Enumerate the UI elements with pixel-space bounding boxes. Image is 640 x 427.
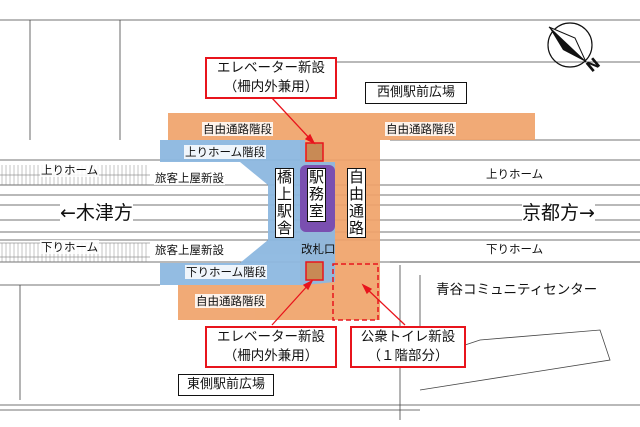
label-down-platform-right: 下りホーム — [485, 242, 545, 256]
label-up-platform-left: 上りホーム — [40, 163, 100, 177]
label-down-platform-left: 下りホーム — [40, 240, 100, 254]
label-station-office: 駅務室 — [307, 168, 326, 222]
direction-east: 京都方→ — [522, 202, 595, 224]
direction-west: ←木津方 — [60, 202, 133, 224]
callout-toilet: 公衆トイレ新設（１階部分） — [350, 326, 466, 368]
toilet-area — [332, 263, 379, 321]
west-plaza-label: 西側駅前広場 — [365, 82, 467, 104]
label-up-platform-right: 上りホーム — [485, 167, 545, 181]
label-up-platform-stairs: 上りホーム階段 — [184, 145, 267, 159]
elevator-bottom — [305, 261, 324, 281]
callout-elevator-top: エレベーター新設（柵内外兼用） — [205, 57, 337, 99]
label-canopy-top: 旅客上屋新設 — [154, 171, 225, 185]
label-free-stairs-bottom: 自由通路階段 — [195, 294, 266, 308]
callout-elevator-bottom: エレベーター新設（柵内外兼用） — [205, 326, 337, 368]
label-down-platform-stairs: 下りホーム階段 — [185, 265, 268, 279]
label-canopy-bottom: 旅客上屋新設 — [154, 243, 225, 257]
label-free-passage: 自由通路 — [347, 168, 366, 238]
elevator-top — [305, 142, 324, 162]
label-free-stairs-top-left: 自由通路階段 — [202, 122, 273, 136]
label-ticket-gate: 改札口 — [301, 242, 336, 256]
label-free-stairs-top-right: 自由通路階段 — [385, 122, 456, 136]
compass-icon — [547, 22, 593, 68]
community-center-label: 青谷コミュニティセンター — [436, 282, 598, 298]
east-plaza-label: 東側駅前広場 — [178, 374, 274, 396]
label-bridge-station: 橋上駅舎 — [275, 168, 294, 238]
